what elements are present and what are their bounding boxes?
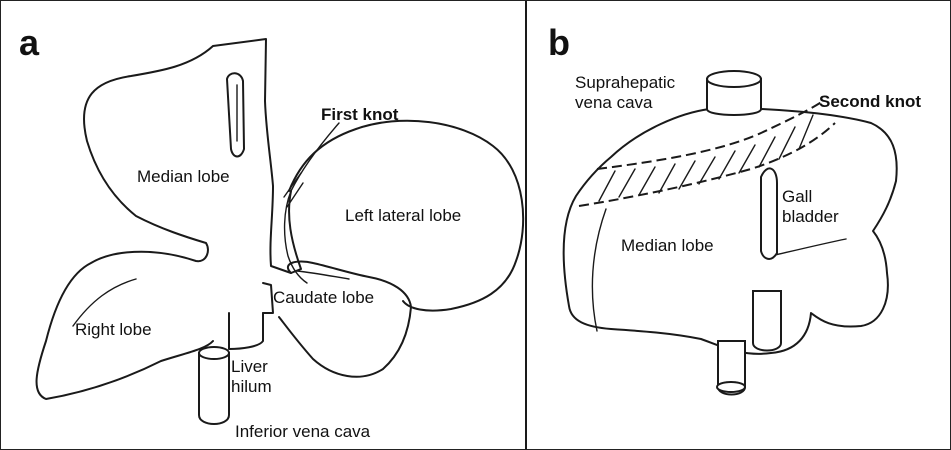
caudate-lobe-label: Caudate lobe	[273, 288, 374, 308]
panel-a-letter: a	[19, 23, 39, 63]
portal-vessel	[753, 291, 781, 351]
panel-b-letter: b	[548, 23, 570, 63]
median-lobe-b-outline	[564, 109, 897, 354]
median-lobe-label: Median lobe	[137, 167, 230, 187]
panel-divider	[525, 1, 527, 449]
gall-bladder-label: Gall bladder	[782, 187, 839, 227]
lower-vena-cava-bottom	[717, 382, 745, 392]
left-lateral-lobe-label: Left lateral lobe	[345, 206, 461, 226]
inferior-vena-cava-label: Inferior vena cava	[235, 422, 370, 442]
median-lobe-b-label: Median lobe	[621, 236, 714, 256]
gall-bladder-shape	[761, 168, 777, 258]
second-knot-hatching	[599, 115, 813, 201]
inner-contour-right	[771, 239, 846, 256]
first-knot-label: First knot	[321, 105, 398, 125]
inner-contour-left	[592, 209, 606, 331]
suprahepatic-vena-cava-label: Suprahepatic vena cava	[575, 73, 675, 113]
suprahepatic-vena-cava-top	[707, 71, 761, 87]
second-knot-label: Second knot	[819, 92, 921, 112]
liver-hilum-label: Liver hilum	[231, 357, 272, 397]
right-lobe-label: Right lobe	[75, 320, 152, 340]
